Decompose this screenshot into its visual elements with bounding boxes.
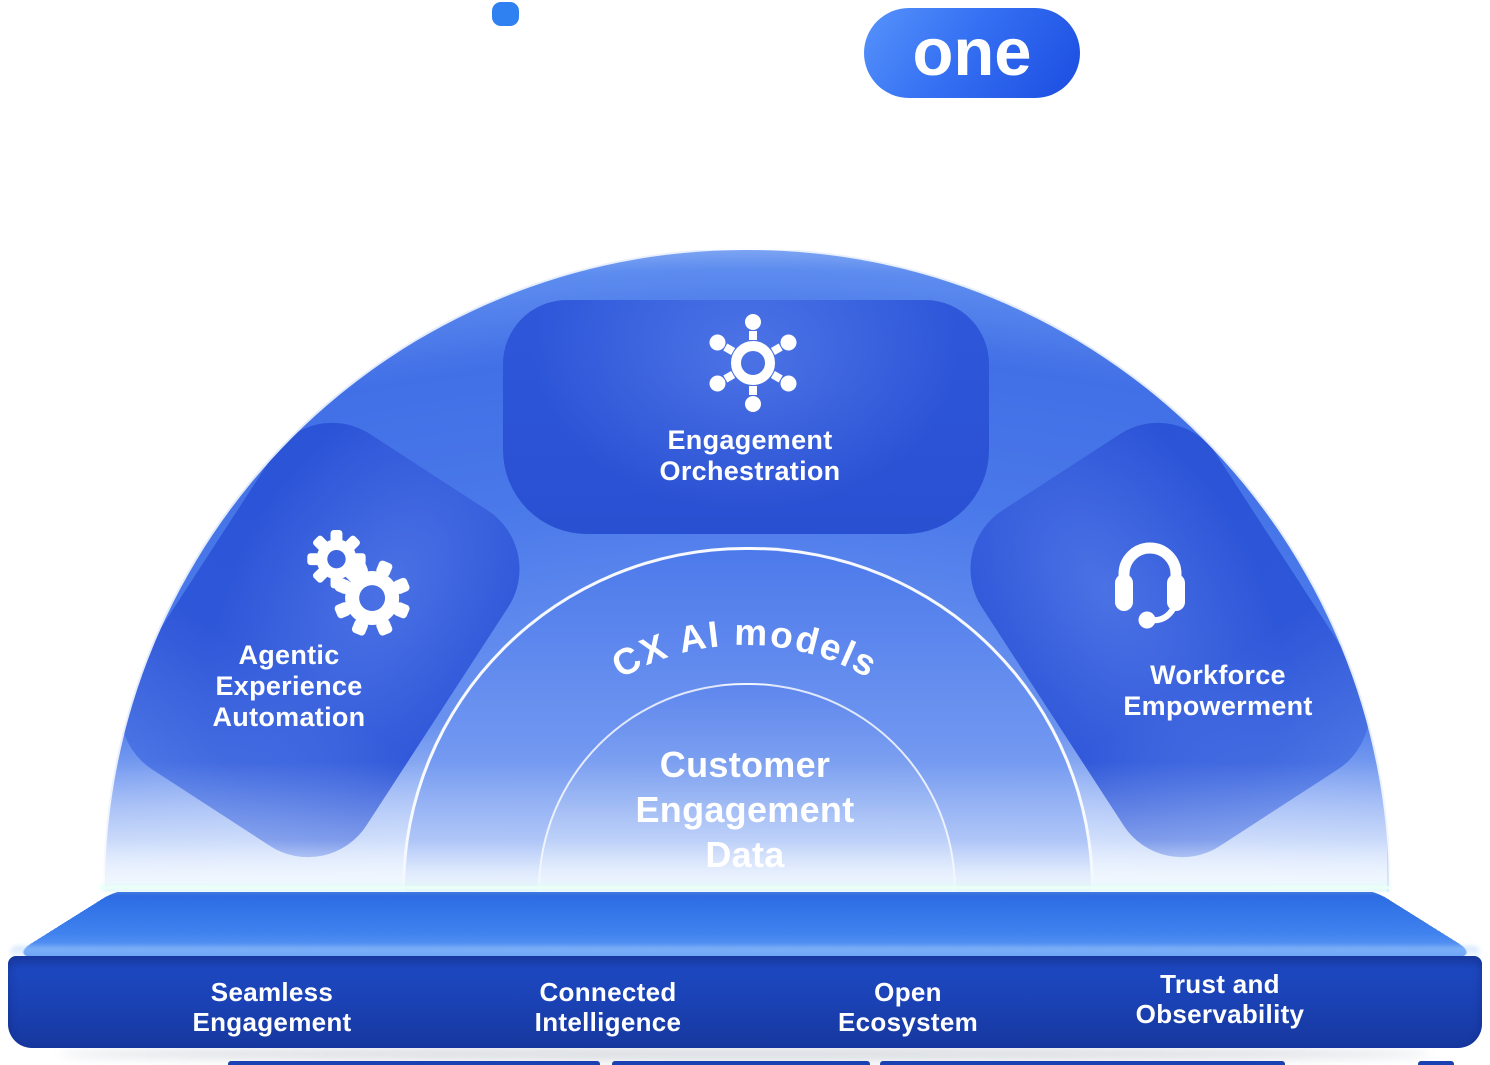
segment-label-line: Agentic [238, 640, 340, 670]
segment-label-line: Experience [215, 671, 363, 701]
pillar-open-ecosystem: Open Ecosystem [768, 977, 1048, 1037]
one-logo-badge: one [864, 8, 1080, 98]
dome-base-glow-line [100, 886, 1390, 889]
core-label-line: Data [705, 834, 785, 875]
pillar-label-line: Ecosystem [838, 1007, 978, 1037]
pillar-label-line: Connected [539, 977, 677, 1007]
segment-label-line: Empowerment [1123, 691, 1313, 721]
pillar-label-line: Intelligence [534, 1007, 682, 1037]
pillar-label-line: Seamless [210, 977, 334, 1007]
pillar-trust-observability: Trust and Observability [1080, 969, 1360, 1029]
segment-label-line: Automation [212, 702, 366, 732]
pillar-label-line: Open [874, 977, 942, 1007]
pillar-connected-intelligence: Connected Intelligence [468, 977, 748, 1037]
cropped-bottom-edge [880, 1061, 1285, 1065]
cropped-bottom-edge [612, 1061, 870, 1065]
one-logo-label: one [912, 15, 1032, 90]
pillar-seamless-engagement: Seamless Engagement [132, 977, 412, 1037]
segment-label-workforce: Workforce Empowerment [1078, 660, 1358, 722]
segment-label-line: Workforce [1150, 660, 1286, 690]
segment-label-orchestration: Engagement Orchestration [585, 425, 915, 487]
segment-label-agentic: Agentic Experience Automation [154, 640, 424, 733]
network-hub-icon [709, 314, 797, 412]
pillar-label-line: Engagement [192, 1007, 352, 1037]
pillar-label-line: Observability [1135, 999, 1305, 1029]
platform-front-face [8, 956, 1482, 1048]
gears-icon [307, 530, 410, 636]
logo-dot-icon [492, 2, 519, 26]
customer-engagement-data-label: Customer Engagement Data [565, 742, 925, 877]
dome-glass-fade [105, 762, 1387, 892]
cropped-bottom-edge [228, 1061, 600, 1065]
pillar-label-line: Trust and [1160, 969, 1280, 999]
segment-label-line: Orchestration [659, 456, 841, 486]
segment-label-line: Engagement [667, 425, 833, 455]
core-label-line: Customer [659, 744, 831, 785]
headset-icon [1115, 542, 1185, 629]
cropped-bottom-edge [1418, 1061, 1454, 1065]
segment-engagement-orchestration [503, 300, 989, 534]
dome: Agentic Experience Automation Engagement… [103, 248, 1391, 892]
core-label-line: Engagement [635, 789, 855, 830]
platform-shadow [60, 1047, 1430, 1061]
